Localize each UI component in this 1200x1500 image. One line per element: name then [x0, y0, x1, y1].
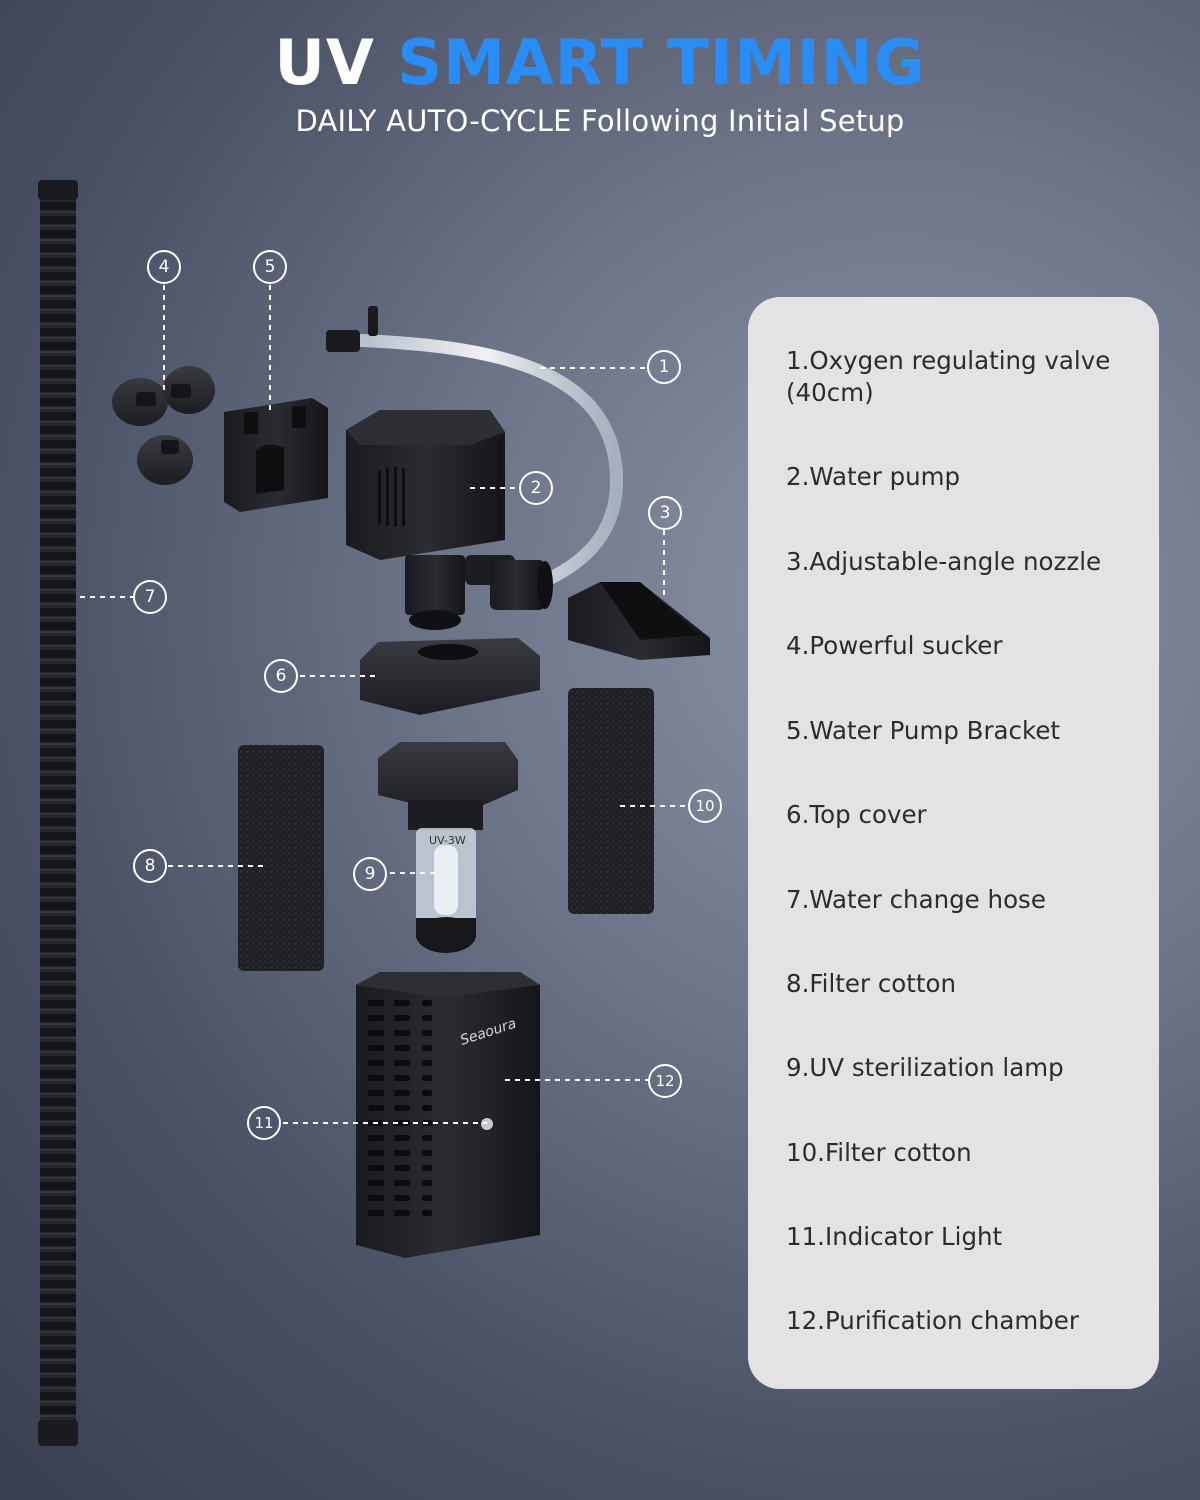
title-part-smart-timing: SMART TIMING: [397, 26, 926, 99]
suction-cups: [112, 366, 215, 485]
top-cover: [360, 638, 540, 715]
water-change-hose: [38, 180, 78, 1446]
water-pump: [346, 410, 553, 630]
title-part-uv: UV: [274, 26, 375, 99]
legend-item-2: 2.Water pump: [786, 462, 961, 491]
callout-1: 1: [647, 350, 681, 384]
callout-11: 11: [247, 1106, 281, 1140]
callout-9: 9: [353, 857, 387, 891]
legend-item-8: 8.Filter cotton: [786, 969, 957, 998]
page-subtitle: DAILY AUTO-CYCLE Following Initial Setup: [295, 104, 905, 138]
water-pump-bracket: [224, 398, 328, 512]
callout-2: 2: [519, 471, 553, 505]
leader-lines: [80, 285, 688, 1124]
legend-item-12: 12.Purification chamber: [786, 1306, 1079, 1335]
callout-4: 4: [147, 250, 181, 284]
legend-item-9: 9.UV sterilization lamp: [786, 1053, 1064, 1082]
callout-3: 3: [648, 496, 682, 530]
filter-cotton-right: [568, 688, 654, 914]
callout-5: 5: [253, 250, 287, 284]
legend-item-5: 5.Water Pump Bracket: [786, 716, 1061, 745]
uv-sterilization-lamp: UV-3W: [378, 742, 518, 953]
uv-model-label: UV-3W: [429, 834, 466, 847]
callout-6: 6: [264, 659, 298, 693]
legend-item-11: 11.Indicator Light: [786, 1222, 1003, 1251]
purification-chamber: Seaoura: [356, 972, 540, 1258]
legend-item-10: 10.Filter cotton: [786, 1138, 972, 1167]
legend-item-1: 1.Oxygen regulating valve (40cm): [786, 346, 1111, 407]
adjustable-angle-nozzle: [568, 582, 710, 660]
oxygen-regulating-valve: [326, 306, 623, 592]
legend-item-3: 3.Adjustable-angle nozzle: [786, 547, 1102, 576]
callout-10: 10: [688, 789, 722, 823]
callout-7: 7: [133, 580, 167, 614]
header: UV SMART TIMING DAILY AUTO-CYCLE Followi…: [0, 26, 1200, 138]
legend-item-6: 6.Top cover: [786, 800, 927, 829]
legend-item-7: 7.Water change hose: [786, 885, 1046, 914]
callout-12: 12: [648, 1064, 682, 1098]
filter-cotton-left: [238, 745, 324, 971]
page-title: UV SMART TIMING: [0, 26, 1200, 100]
legend-item-4: 4.Powerful sucker: [786, 631, 1003, 660]
parts-legend-panel: 1.Oxygen regulating valve (40cm) 2.Water…: [748, 297, 1159, 1389]
callout-8: 8: [133, 849, 167, 883]
